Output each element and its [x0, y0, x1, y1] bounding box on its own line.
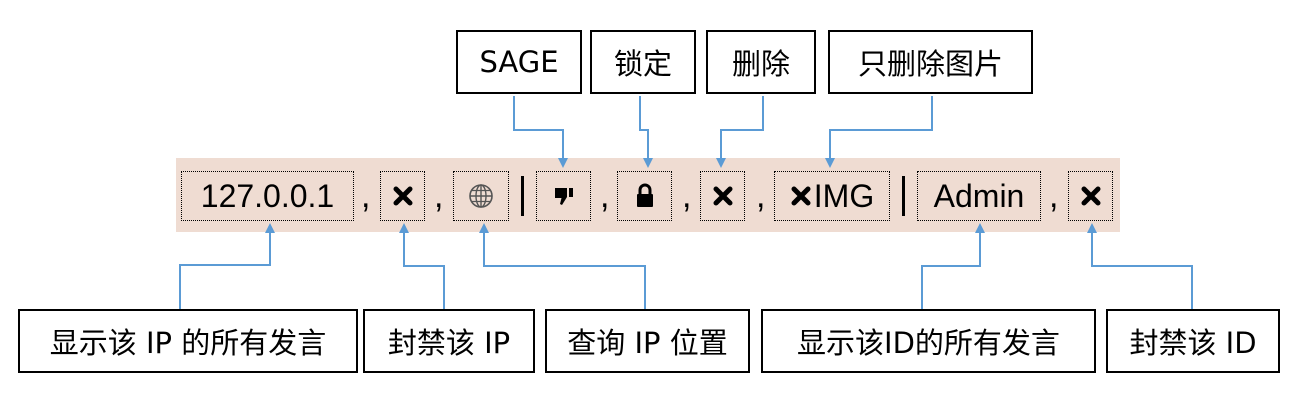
ban-id-label: 封禁该 ID [1106, 309, 1280, 373]
lock-connector [639, 96, 653, 168]
toolbar-divider [521, 176, 524, 216]
delete-button[interactable] [700, 171, 745, 221]
sage-button[interactable] [536, 171, 591, 221]
ban-id-button[interactable] [1068, 171, 1113, 221]
id-posts-connector [921, 223, 985, 309]
toolbar-divider [902, 176, 905, 216]
thumbs-down-icon [554, 188, 573, 205]
ip-posts-connector [179, 223, 275, 309]
ip-posts-label: 显示该 IP 的所有发言 [18, 309, 358, 373]
comma-separator: , [682, 176, 692, 215]
admin-id-button[interactable]: Admin [917, 171, 1041, 221]
lock-button[interactable] [617, 171, 672, 221]
delete-images-button[interactable]: IMG [774, 171, 890, 221]
comma-separator: , [361, 176, 371, 215]
delete-images-only-label: 只删除图片 [828, 30, 1033, 94]
id-posts-label: 显示该ID的所有发言 [761, 309, 1096, 373]
globe-icon [469, 184, 493, 208]
delete-connector [716, 96, 764, 168]
close-icon [713, 186, 732, 206]
comma-separator: , [1049, 176, 1059, 215]
ban-id-connector [1087, 223, 1193, 309]
ip-address-button[interactable]: 127.0.0.1 [181, 171, 354, 221]
ban-ip-button[interactable] [380, 171, 425, 221]
ban-ip-label: 封禁该 IP [363, 309, 535, 373]
delete-label: 删除 [706, 30, 816, 94]
sage-connector [513, 96, 568, 168]
comma-separator: , [600, 176, 610, 215]
close-icon [1081, 186, 1100, 206]
ip-location-button[interactable] [453, 171, 509, 221]
ban-ip-connector [399, 223, 445, 309]
ip-location-label: 查询 IP 位置 [545, 309, 750, 373]
close-icon [393, 186, 412, 206]
lock-icon [636, 183, 653, 207]
comma-separator: , [434, 176, 444, 215]
ip-location-connector [479, 223, 646, 309]
sage-label: SAGE [456, 30, 582, 94]
lock-label: 锁定 [590, 30, 696, 94]
img-label: IMG [813, 177, 875, 214]
delete-images-connector [825, 96, 933, 168]
close-icon [791, 186, 811, 206]
comma-separator: , [756, 176, 766, 215]
